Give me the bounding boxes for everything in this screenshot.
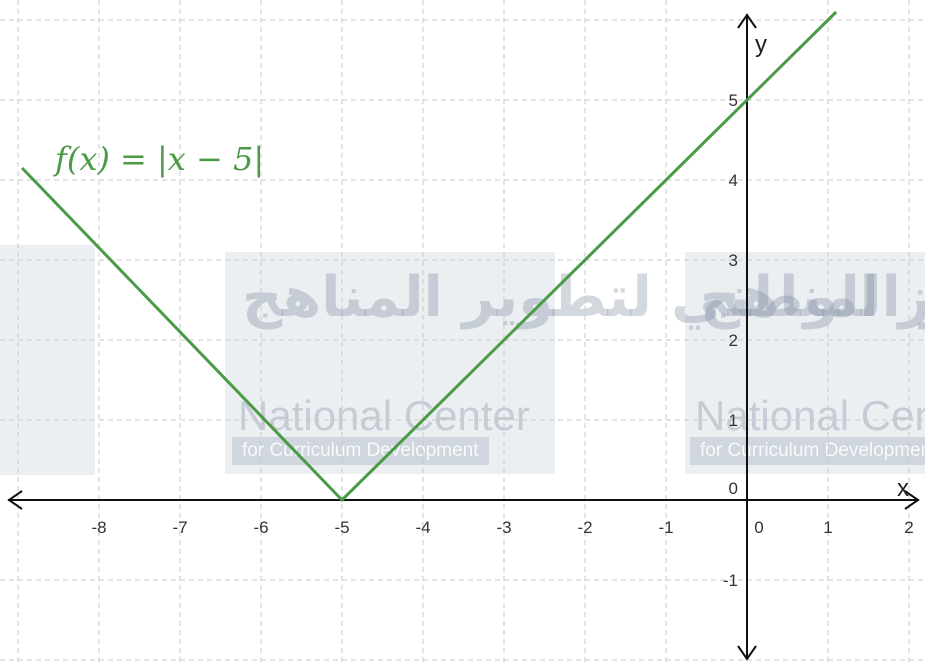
y-tick-label: -1 xyxy=(723,571,738,590)
x-tick-label: -6 xyxy=(253,518,268,537)
x-tick-label: -1 xyxy=(658,518,673,537)
x-tick-label: -3 xyxy=(496,518,511,537)
x-tick-label: 2 xyxy=(904,518,913,537)
x-axis-arrow-left xyxy=(7,490,23,510)
tick-labels: -8 -7 -6 -5 -4 -3 -2 -1 0 1 2 -1 0 1 2 3 4 5 xyxy=(91,91,913,590)
function-label: f(x) = |x − 5| xyxy=(53,140,264,178)
x-axis-arrow-right xyxy=(904,490,920,510)
y-axis-arrow-up xyxy=(737,13,757,29)
x-tick-label: -4 xyxy=(415,518,430,537)
x-tick-label: -2 xyxy=(577,518,592,537)
y-tick-label: 5 xyxy=(729,91,738,110)
y-axis-title: y xyxy=(755,31,767,58)
x-tick-label: -7 xyxy=(172,518,187,537)
x-tick-label: -5 xyxy=(334,518,349,537)
y-tick-label: 3 xyxy=(729,251,738,270)
axes xyxy=(7,13,920,661)
y-axis-arrow-down xyxy=(737,645,757,661)
x-axis-title: x xyxy=(897,475,909,502)
x-tick-label: 1 xyxy=(823,518,832,537)
y-tick-label: 4 xyxy=(729,171,738,190)
y-tick-label: 0 xyxy=(729,479,738,498)
series-line xyxy=(21,10,838,503)
x-tick-label: -8 xyxy=(91,518,106,537)
series-layer xyxy=(21,10,838,503)
y-tick-label: 1 xyxy=(729,411,738,430)
x-tick-label: 0 xyxy=(754,518,763,537)
y-tick-label: 2 xyxy=(729,331,738,350)
